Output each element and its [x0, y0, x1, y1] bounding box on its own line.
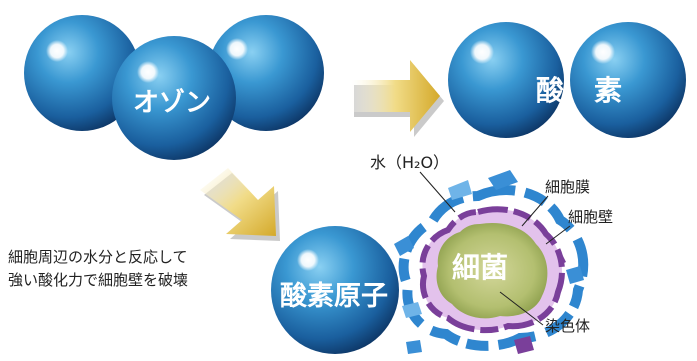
- membrane-leader-line: [521, 195, 549, 227]
- cell-wall-label: 細胞壁: [568, 208, 613, 226]
- wall-fragment-5: [566, 266, 584, 284]
- wall-fragment-7: [406, 340, 422, 354]
- oxygen-label-right: 素: [594, 74, 622, 107]
- description-line2: 強い酸化力で細胞壁を破壊: [8, 271, 188, 289]
- oxygen-highlight-left: [470, 40, 494, 64]
- wall-leader-line: [545, 225, 571, 245]
- water-leader-line: [419, 171, 456, 213]
- wall-fragment-4: [402, 302, 422, 318]
- callouts: 水（H₂O） 細胞膜 細胞壁 染色体: [370, 153, 613, 335]
- wall-fragment-3: [394, 236, 414, 256]
- chromosome-leader-line: [499, 291, 544, 326]
- ozone-highlight-center: [137, 61, 159, 83]
- bacteria-cell: 細菌: [394, 170, 589, 354]
- cell-membrane-label: 細胞膜: [545, 178, 590, 196]
- wall-fragment-8: [514, 336, 534, 354]
- bacteria-core: [436, 222, 548, 319]
- oxygen-label-left: 酸: [536, 74, 565, 107]
- ozone-molecule: オゾン: [24, 15, 324, 160]
- arrow-right-icon: [350, 60, 440, 132]
- oxygen-highlight-right: [591, 40, 615, 64]
- wall-fragment-2: [448, 180, 472, 200]
- ozone-label: オゾン: [133, 87, 211, 118]
- arrow-diagonal-icon: [200, 168, 276, 236]
- description-line1: 細胞周辺の水分と反応して: [8, 248, 188, 266]
- ozone-highlight-left: [46, 40, 68, 62]
- cell-wall-outer: [398, 185, 589, 351]
- oxygen-atom-label: 酸素原子: [280, 281, 388, 312]
- arrow-to-oxygen: [350, 60, 444, 137]
- oxygen-molecule: 酸 素: [448, 22, 686, 138]
- oxygen-atom: 酸素原子: [271, 226, 399, 354]
- ozone-highlight-right: [226, 38, 248, 60]
- oxygen-sphere-right: [570, 22, 686, 138]
- chromosome-label: 染色体: [545, 317, 590, 335]
- arrow-to-oxygen-atom: [200, 168, 280, 241]
- water-label: 水（H₂O）: [370, 153, 449, 172]
- wall-fragment-1: [488, 170, 518, 190]
- bacteria-label: 細菌: [452, 251, 508, 284]
- oxygen-atom-highlight: [297, 249, 319, 271]
